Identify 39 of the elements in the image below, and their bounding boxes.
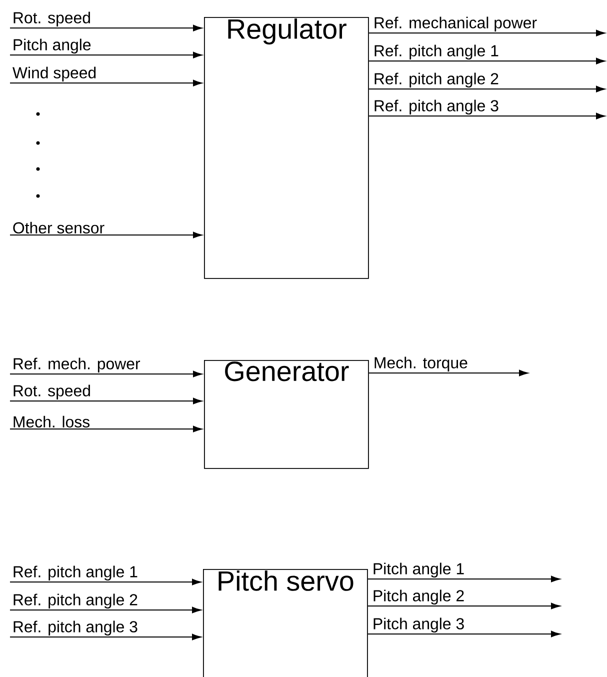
signal-label: Ref. mechanical power — [374, 16, 537, 32]
signal-label: Wind speed — [12, 66, 96, 82]
arrow — [368, 370, 528, 376]
signal-label: Pitch angle 2 — [374, 590, 464, 605]
signal-label: Mech. torque — [374, 356, 468, 372]
arrow — [10, 606, 202, 614]
arrow — [10, 370, 202, 378]
arrow — [10, 80, 202, 86]
arrow — [367, 576, 560, 582]
signal-label: Ref. pitch angle 2 — [374, 72, 498, 88]
arrow — [368, 86, 606, 92]
arrow — [368, 112, 606, 120]
signal-label: Pitch angle 1 — [374, 562, 464, 578]
signal-label: Ref. pitch angle 3 — [374, 100, 498, 115]
arrow — [10, 232, 202, 238]
signal-label: Rot. speed — [14, 384, 90, 400]
signal-label: Pitch angle — [14, 38, 91, 54]
arrow — [10, 426, 202, 432]
signal-label: Ref. pitch angle 1 — [374, 44, 498, 60]
signal-label: Mech. loss — [14, 416, 90, 428]
signal-label: Rot. speed — [14, 12, 90, 27]
block-box: Generator — [204, 360, 369, 469]
arrow — [10, 24, 202, 32]
arrow — [10, 52, 202, 58]
signal-label: Ref. pitch angle 1 — [14, 566, 138, 581]
signal-label: Ref. mech. power — [14, 358, 140, 373]
signal-label: Pitch angle 3 — [374, 618, 464, 633]
block-box: Regulator — [204, 17, 369, 279]
arrow — [367, 602, 560, 610]
arrow — [367, 630, 560, 638]
arrow — [368, 30, 606, 36]
arrow — [10, 578, 202, 586]
arrow — [368, 58, 606, 64]
block-box: Pitch servo — [203, 569, 368, 677]
signal-label: Ref. pitch angle 2 — [14, 594, 138, 609]
signal-label: Ref. pitch angle 3 — [14, 620, 138, 636]
signal-label: Other sensor — [13, 222, 104, 234]
arrow — [10, 398, 202, 404]
arrow — [10, 634, 202, 640]
